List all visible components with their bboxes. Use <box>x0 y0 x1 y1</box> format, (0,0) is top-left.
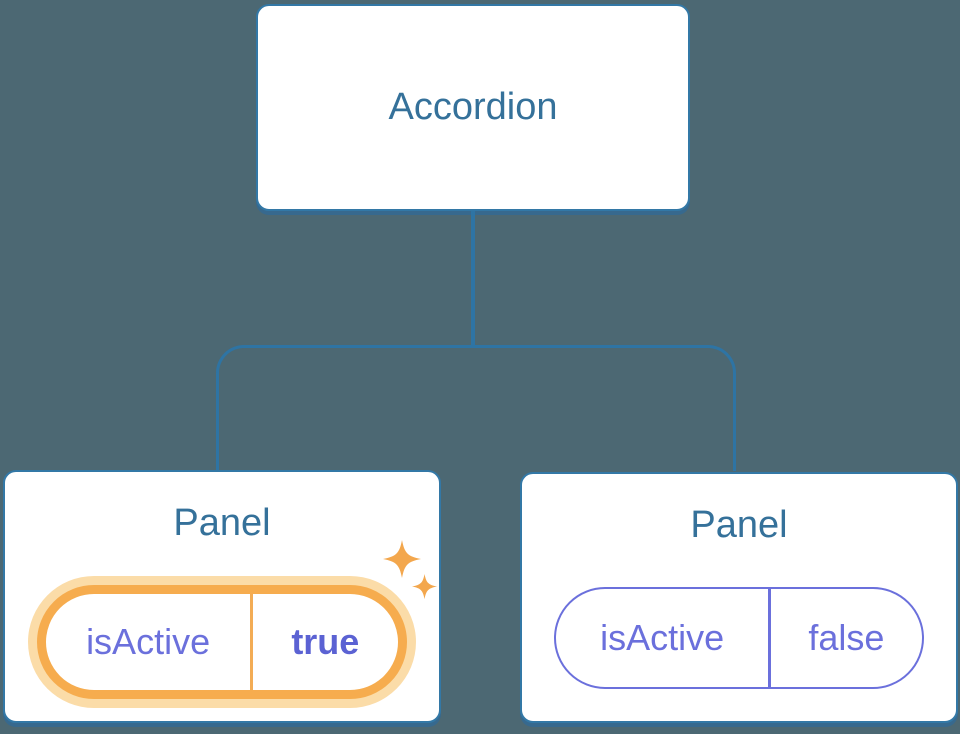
accordion-node: Accordion <box>256 4 690 211</box>
state-value-label: true <box>291 620 360 662</box>
connector-stem <box>471 211 475 347</box>
pill-divider <box>250 593 253 690</box>
state-pill-active: isActive true <box>37 584 407 699</box>
accordion-label: Accordion <box>388 85 558 128</box>
panel-label: Panel <box>690 504 788 546</box>
panel-node-inactive: Panel isActive false <box>520 472 958 723</box>
state-key-label: isActive <box>86 620 211 662</box>
state-key-label: isActive <box>600 616 725 658</box>
state-value-label: false <box>808 616 885 658</box>
connector-bracket <box>216 345 736 471</box>
panel-node-active: Panel isActive true <box>3 470 441 723</box>
pill-divider <box>768 588 771 687</box>
state-pill-inactive: isActive false <box>554 586 924 689</box>
panel-label: Panel <box>173 502 271 544</box>
